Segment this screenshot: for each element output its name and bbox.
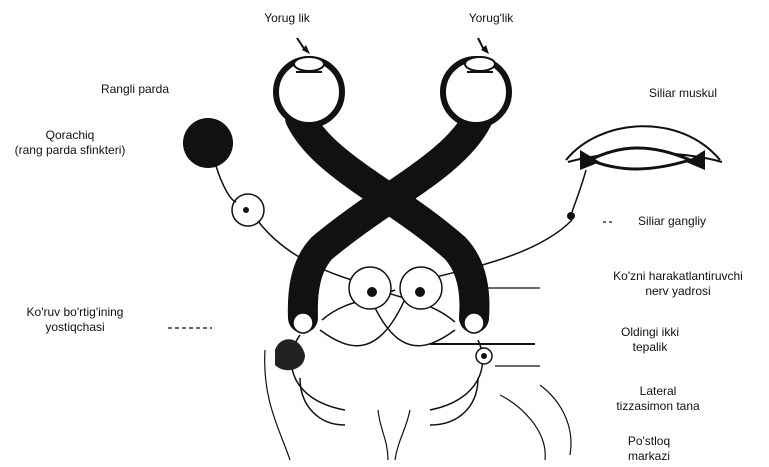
light-arrow-right-icon: [477, 37, 489, 54]
label-ciliary-ganglion: Siliar gangliy: [638, 214, 707, 228]
left-ganglion: [231, 193, 265, 227]
label-oculomotor-line2: nerv yadrosi: [645, 284, 711, 298]
label-pupil: Qorachiq (rang parda sfinkteri): [0, 128, 140, 158]
label-cortex-line1: Po'stloq: [627, 434, 671, 448]
brain-outline: [264, 349, 572, 461]
right-eyeball: [440, 56, 512, 128]
label-anterior-colliculi: Oldingi ikki tepalik: [600, 325, 700, 355]
label-pulvinar-line1: Ko'ruv bo'rtig'ining: [26, 305, 124, 319]
label-anterior-colliculi-line2: tepalik: [632, 340, 668, 354]
label-light-right: Yorug'lik: [468, 11, 514, 25]
label-pupil-line1: Qorachiq: [45, 128, 95, 142]
label-oculomotor-line1: Ko'zni harakatlantiruvchi: [613, 269, 743, 283]
label-lateral-geniculate: Lateral tizzasimon tana: [596, 384, 720, 414]
label-light-left: Yorug lik: [264, 11, 310, 25]
label-anterior-colliculi-line1: Oldingi ikki: [620, 325, 680, 339]
label-lateral-geniculate-line1: Lateral: [639, 384, 677, 398]
light-arrow-left-icon: [296, 37, 310, 54]
label-pulvinar: Ko'ruv bo'rtig'ining yostiqchasi: [0, 305, 150, 335]
optic-chiasm: [285, 103, 493, 333]
leader-lines: [168, 221, 612, 367]
label-pupil-line2: (rang parda sfinkteri): [14, 143, 126, 157]
pupil-sphincter: [183, 118, 233, 168]
label-pulvinar-line2: yostiqchasi: [45, 320, 105, 334]
oculomotor-nuclei: [348, 266, 443, 310]
lateral-geniculate-bodies: [275, 312, 493, 371]
ciliary-muscle-lens: [565, 125, 723, 171]
label-cortex: Po'stloq markazi: [604, 434, 694, 464]
label-lateral-geniculate-line2: tizzasimon tana: [616, 399, 700, 413]
label-oculomotor-nucleus: Ko'zni harakatlantiruvchi nerv yadrosi: [590, 269, 766, 299]
ciliary-ganglion-node: [567, 212, 575, 220]
label-cortex-line2: markazi: [627, 449, 670, 463]
left-eyeball: [273, 56, 345, 128]
label-iris: Rangli parda: [100, 82, 170, 96]
label-ciliary-muscle: Siliar muskul: [648, 86, 717, 100]
